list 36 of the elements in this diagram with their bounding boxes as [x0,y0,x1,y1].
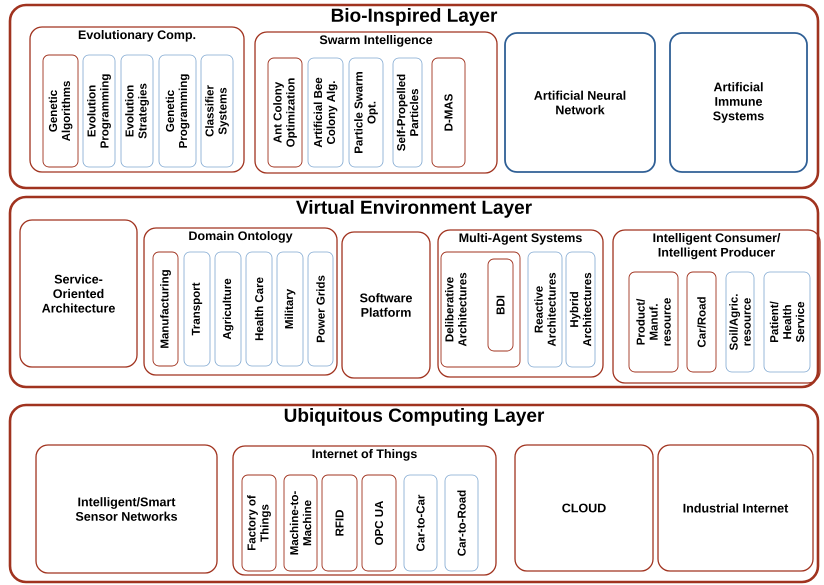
item-box: Ant Colony Optimization [268,58,302,168]
group-box: Intelligent/Smart Sensor Networks [35,444,218,574]
group-box: Service-Oriented Architecture [19,219,138,368]
item-box: Factory of Things [242,474,276,572]
item-box: Evolution Programming [82,54,116,168]
item-box: Patient/ Health Service [764,272,810,372]
group-box: Artificial Neural Network [504,32,656,173]
item-box: Genetic Algorithms [42,54,78,168]
item-box: Machine-to-Machine [284,474,318,572]
item-box: Car-to-Car [404,474,438,572]
item-box: Classifier Systems [200,54,234,168]
item-box: OPC UA [362,474,396,572]
item-box: D-MAS [432,58,466,168]
item-box: Product/ Manuf. resource [628,272,678,372]
item-box: Soil/Agric. resource [726,272,754,372]
item-box: Self-Propelled Particles [392,58,422,168]
item-box: Car-to-Road [444,474,478,572]
item-box: Particle Swarm Opt. [348,58,384,168]
item-box: Health Care [246,252,272,366]
group-box: CLOUD [514,444,654,572]
group-box: Artificial Immune Systems [669,32,808,173]
item-box: Power Grids [308,252,334,366]
item-box: RFID [322,474,358,572]
item-box: Transport [184,252,210,366]
item-box: Reactive Architectures [528,252,562,368]
group-box: Software Platform [341,231,431,379]
item-box: Evolution Strategies [120,54,154,168]
group-box: Industrial Internet [657,444,814,572]
item-box: Genetic Programming [158,54,196,168]
item-box: Artificial Bee Colony Alg. [308,58,344,168]
item-box: Hybrid Architectures [566,252,596,368]
item-box: Manufacturing [152,252,178,366]
item-box: Agriculture [214,252,242,366]
item-box: BDI [488,258,514,352]
item-box: Car/Road [686,272,716,372]
item-box: Military [276,252,304,366]
